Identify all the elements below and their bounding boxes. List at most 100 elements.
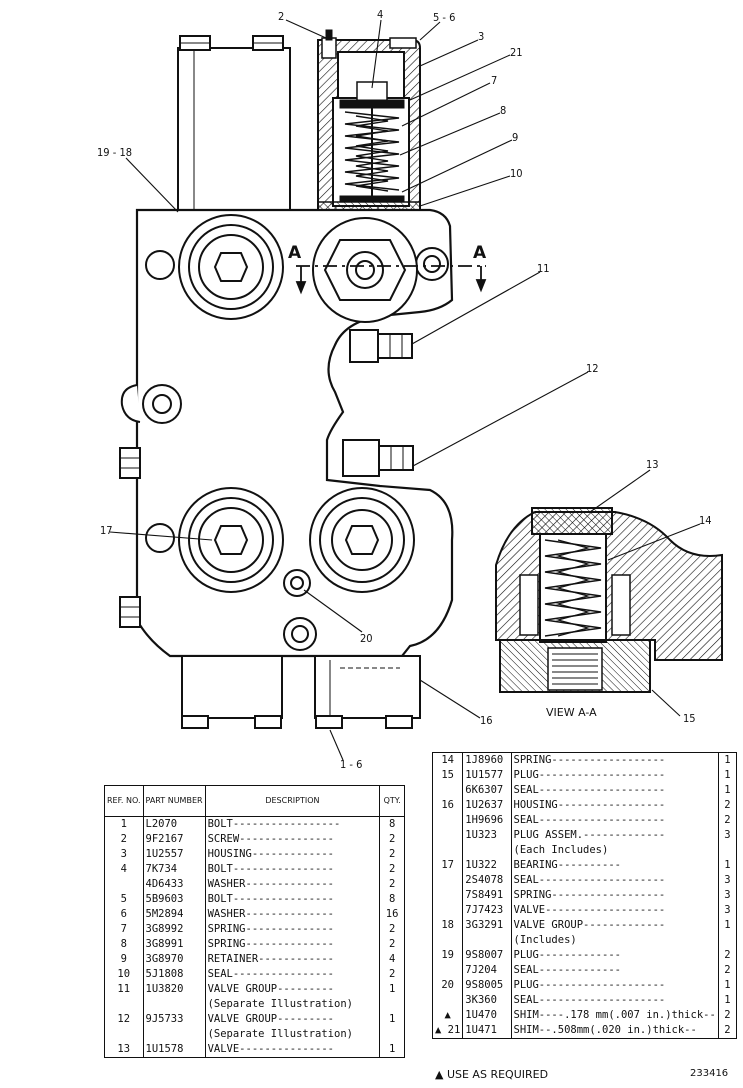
cell-desc: VALVE--------------- [205,1042,381,1058]
cell-part: 1U2557 [143,847,206,862]
plug-lower-left [178,487,284,593]
header-part-number: PART NUMBER [143,785,206,817]
cell-qty: 2 [724,964,731,976]
drawing-number: 233416 [690,1068,729,1079]
cell-ref: 16 [432,798,464,813]
cell-desc: WASHER-------------- [205,877,381,892]
callout-5-6: 5 - 6 [433,11,455,24]
cell-desc: (Includes) [511,933,719,948]
upper-left-housing [177,35,291,214]
cell-ref: 7 [104,922,144,937]
cell-desc: VALVE------------------- [511,903,719,918]
cell-desc: PLUG ASSEM.------------- [511,828,719,843]
cell-part: 3K360 [462,993,512,1008]
cell-qty: 1 [724,979,731,991]
cell-desc: SPRING-------------- [205,937,381,952]
cell-part: 3G8991 [143,937,206,952]
header-description: DESCRIPTION [205,785,381,817]
cell-part: 1J8960 [462,752,512,768]
cell-qty: 3 [724,874,731,886]
cell-ref: 11 [104,982,144,997]
callout-14: 14 [699,514,712,527]
cell-qty: 3 [724,889,731,901]
section-label-a-left: A [288,243,302,263]
callout-1-6: 1 - 6 [340,758,362,771]
table-row: (Each Includes) [432,843,737,858]
cell-ref: 19 [432,948,464,963]
cell-ref: 13 [104,1042,144,1058]
cell-ref: 12 [104,1012,144,1027]
cell-part: 1U1578 [143,1042,206,1058]
cell-part: L2070 [143,816,206,832]
cell-ref [432,933,464,948]
cell-ref: 4 [104,862,144,877]
cell-ref [432,888,464,903]
cell-qty: 2 [388,863,396,875]
cell-qty: 1 [724,754,731,766]
cell-desc: VALVE GROUP------------- [511,918,719,933]
leader-lines [109,19,701,761]
cell-ref: 17 [432,858,464,873]
cell-part: 1U322 [462,858,512,873]
cell-ref: 1 [104,816,144,832]
cell-desc: (Each Includes) [511,843,719,858]
cell-desc: BEARING---------- [511,858,719,873]
cell-part: 1U471 [462,1023,512,1039]
cell-part: 3G3291 [462,918,512,933]
callout-16: 16 [480,714,493,727]
cell-part: 3G8970 [143,952,206,967]
cell-qty: 4 [388,953,396,965]
springs-upper [344,104,400,198]
cell-ref [432,843,464,858]
cell-qty: 1 [724,919,731,931]
cell-qty: 8 [388,893,396,905]
cell-desc: RETAINER------------ [205,952,381,967]
cell-desc: SHIM----.178 mm(.007 in.)thick-- [511,1008,719,1023]
callout-20: 20 [360,632,373,645]
cell-ref: 6 [104,907,144,922]
cell-ref [432,828,464,843]
cell-ref [432,993,464,1008]
view-a-a-label: VIEW A-A [546,706,597,719]
cell-ref: ▲ [432,1008,464,1023]
cell-desc: SEAL---------------- [205,967,381,982]
cell-desc: HOUSING------------- [205,847,381,862]
cell-desc: SEAL------------- [511,963,719,978]
cell-desc: BOLT----------------- [205,816,381,832]
cell-qty: 2 [724,814,731,826]
table-row: (Separate Illustration) [104,1027,405,1042]
table-row: (Includes) [432,933,737,948]
callout-21: 21 [510,46,523,59]
cell-desc: SEAL-------------------- [511,873,719,888]
table-row: (Separate Illustration) [104,997,405,1012]
cell-desc: PLUG-------------------- [511,768,719,783]
cell-ref [432,873,464,888]
cell-part: 5J1808 [143,967,206,982]
cell-desc: VALVE GROUP--------- [205,982,381,997]
fitting-11 [349,329,413,363]
cell-part: 1U3820 [143,982,206,997]
cell-qty: 2 [388,923,396,935]
cell-desc: SHIM--.508mm(.020 in.)thick-- [511,1023,719,1039]
cell-part: 7S8491 [462,888,512,903]
cell-ref [432,963,464,978]
cell-qty [718,843,736,858]
callout-2: 2 [278,10,284,23]
cell-part: 7J7423 [462,903,512,918]
callout-3: 3 [478,30,484,43]
cell-part: 4D6433 [143,877,206,892]
cell-part: 1U323 [462,828,512,843]
cell-part: 7K734 [143,862,206,877]
